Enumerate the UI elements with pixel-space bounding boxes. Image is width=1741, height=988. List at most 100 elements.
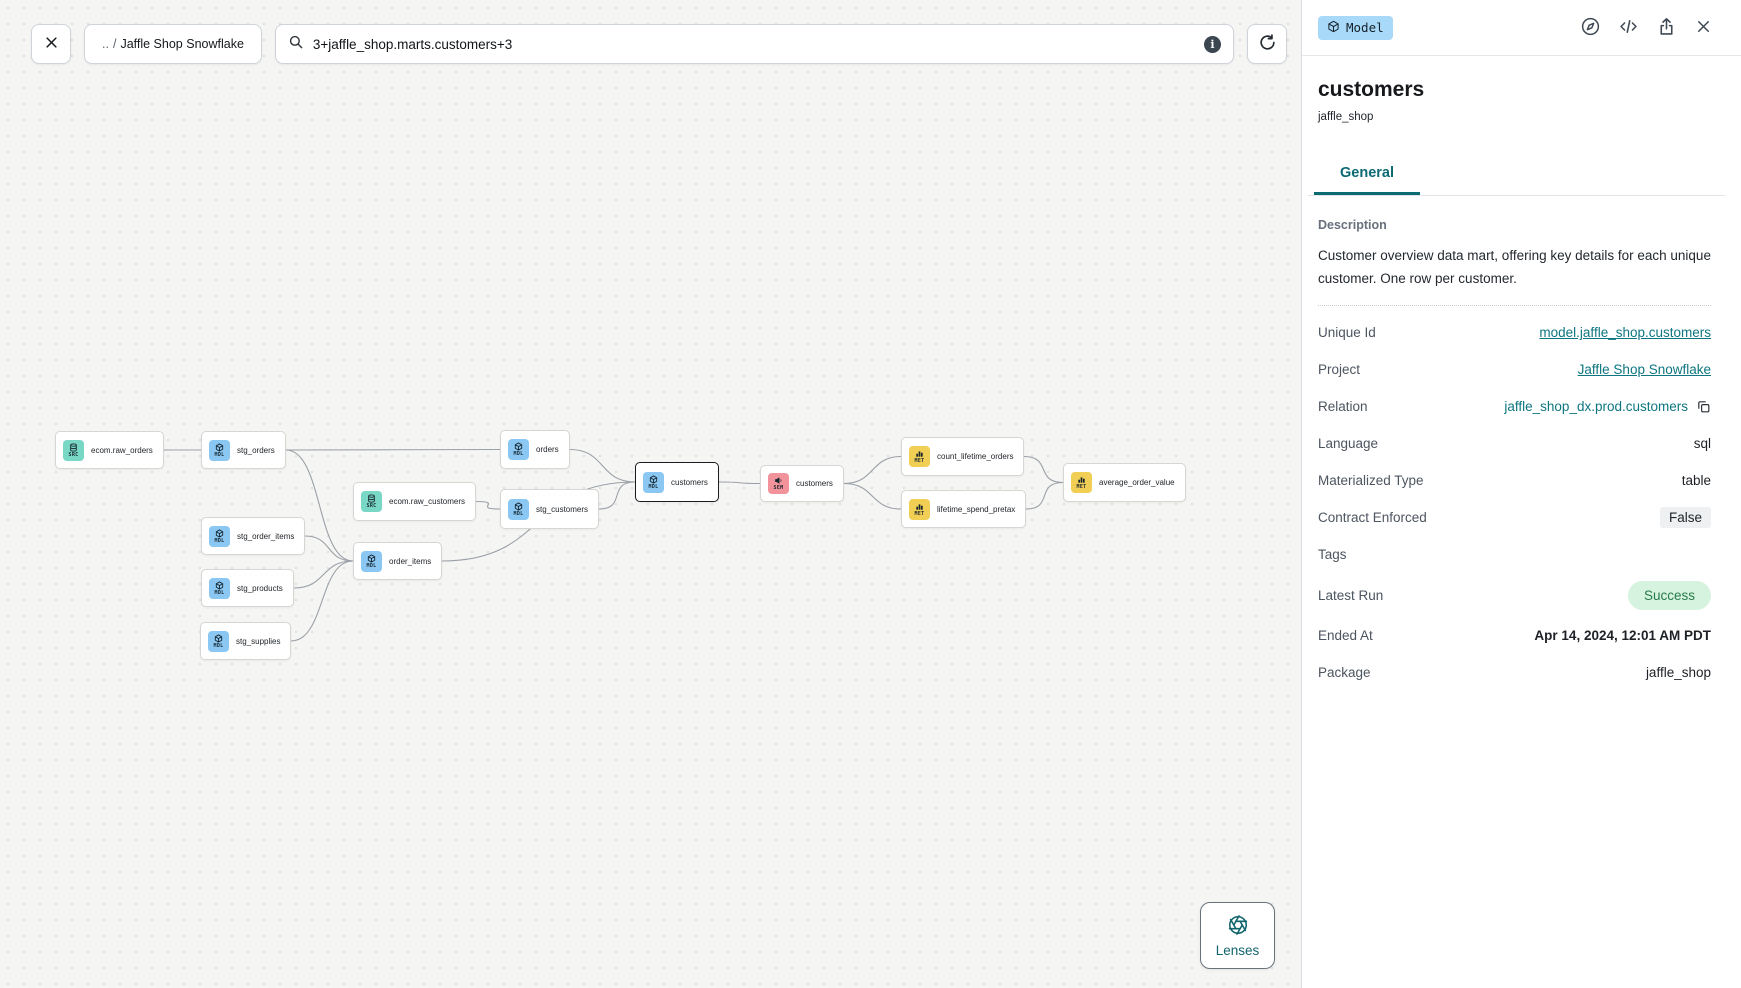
tab-general[interactable]: General [1314, 155, 1420, 195]
lineage-node-count_lifetime_orders[interactable]: MET count_lifetime_orders [901, 437, 1025, 476]
cube-icon: MDL [208, 630, 229, 652]
panel-tabs: General [1308, 155, 1725, 196]
model-title: customers [1318, 78, 1425, 101]
lineage-node-average_order_value[interactable]: MET average_order_value [1063, 463, 1186, 502]
field-label: Package [1318, 665, 1371, 681]
lineage-node-stg_orders[interactable]: MDL stg_orders [201, 431, 286, 469]
field-value: jaffle_shop [1645, 665, 1711, 681]
metric-icon: MET [909, 446, 930, 467]
breadcrumb-label: Jaffle Shop Snowflake [120, 37, 244, 51]
breadcrumb-separator: / [112, 37, 117, 51]
lineage-toolbar: .. / Jaffle Shop Snowflake i [31, 24, 1287, 64]
share-icon [1656, 16, 1677, 40]
field-row-tags: Tags [1318, 536, 1711, 573]
resource-type-label: Model [1346, 20, 1384, 35]
status-badge: Success [1627, 580, 1711, 610]
field-value: Apr 14, 2024, 12:01 AM PDT [1534, 628, 1711, 644]
cube-icon: MDL [643, 471, 664, 493]
metric-icon: MET [909, 498, 930, 520]
lenses-button[interactable]: Lenses [1200, 902, 1275, 969]
cube-icon: MDL [209, 525, 230, 547]
field-label: Tags [1318, 547, 1347, 563]
field-row-relation: Relation jaffle_shop_dx.prod.customers [1318, 388, 1711, 425]
node-label: average_order_value [1099, 478, 1175, 487]
close-icon [44, 35, 59, 53]
panel-body: customers jaffle_shop General Descriptio… [1302, 56, 1741, 988]
breadcrumb-prefix: .. [102, 37, 109, 51]
info-icon[interactable]: i [1204, 35, 1221, 53]
lineage-node-raw_orders[interactable]: SRC ecom.raw_orders [55, 431, 164, 469]
cube-icon [1327, 20, 1340, 36]
close-lineage-button[interactable] [31, 24, 71, 64]
cube-icon: MDL [361, 550, 382, 572]
database-icon: SRC [63, 439, 84, 461]
search-icon [288, 34, 304, 55]
field-row-unique-id: Unique Id model.jaffle_shop.customers [1318, 314, 1711, 351]
resource-type-badge: Model [1318, 15, 1393, 40]
close-panel-button[interactable] [1694, 17, 1713, 39]
explore-lineage-button[interactable] [1580, 16, 1601, 40]
search-bar: i [274, 24, 1234, 64]
lineage-node-lifetime_spend_pretax[interactable]: MET lifetime_spend_pretax [901, 490, 1027, 528]
copy-icon[interactable] [1696, 399, 1711, 414]
lineage-node-order_items[interactable]: MDL order_items [353, 542, 443, 580]
node-label: count_lifetime_orders [937, 452, 1014, 461]
node-label: ecom.raw_customers [389, 497, 466, 506]
field-row-contract-enforced: Contract Enforced False [1318, 499, 1711, 536]
description-heading: Description [1318, 218, 1387, 232]
panel-actions [1580, 16, 1713, 40]
node-label: lifetime_spend_pretax [937, 504, 1016, 514]
field-label: Unique Id [1318, 325, 1376, 341]
field-value[interactable]: model.jaffle_shop.customers [1539, 325, 1711, 341]
lineage-node-raw_customers[interactable]: SRC ecom.raw_customers [353, 482, 477, 521]
field-value: jaffle_shop_dx.prod.customers [1504, 399, 1688, 415]
field-value: False [1659, 507, 1711, 529]
node-label: order_items [389, 556, 432, 566]
model-package-subtitle: jaffle_shop [1318, 111, 1374, 123]
field-label: Project [1318, 362, 1361, 378]
cube-icon: MDL [209, 577, 230, 599]
node-label: stg_order_items [237, 531, 295, 541]
refresh-button[interactable] [1247, 24, 1287, 64]
view-code-button[interactable] [1618, 16, 1639, 40]
divider [1318, 305, 1711, 307]
database-icon: SRC [361, 491, 382, 512]
node-label: customers [796, 479, 833, 488]
lineage-node-stg_order_items[interactable]: MDL stg_order_items [201, 517, 306, 555]
details-panel: Model [1301, 0, 1741, 988]
lineage-node-customers_sem[interactable]: SEM customers [760, 465, 844, 502]
field-label: Contract Enforced [1318, 510, 1427, 526]
panel-header: Model [1302, 0, 1741, 56]
lineage-selector-input[interactable] [312, 36, 1195, 52]
lenses-label: Lenses [1215, 942, 1260, 958]
node-label: ecom.raw_orders [91, 445, 153, 455]
lineage-node-stg_supplies[interactable]: MDL stg_supplies [200, 622, 292, 660]
code-icon [1618, 16, 1639, 40]
field-row-ended-at: Ended At Apr 14, 2024, 12:01 AM PDT [1318, 617, 1711, 654]
field-value: table [1681, 473, 1711, 489]
field-label: Latest Run [1318, 587, 1384, 603]
metric-icon: MET [1071, 472, 1092, 493]
cube-icon: MDL [209, 439, 230, 461]
megaphone-icon: SEM [768, 473, 789, 494]
aperture-icon [1227, 914, 1249, 939]
node-label: stg_orders [237, 445, 275, 455]
field-value[interactable]: Jaffle Shop Snowflake [1577, 362, 1711, 378]
refresh-icon [1258, 33, 1277, 55]
field-label: Relation [1318, 399, 1368, 415]
field-label: Ended At [1318, 628, 1373, 644]
share-button[interactable] [1656, 16, 1677, 40]
field-row-project: Project Jaffle Shop Snowflake [1318, 351, 1711, 388]
close-icon [1694, 17, 1713, 39]
field-row-package: Package jaffle_shop [1318, 654, 1711, 691]
node-label: stg_supplies [236, 636, 281, 646]
breadcrumb[interactable]: .. / Jaffle Shop Snowflake [84, 24, 262, 64]
